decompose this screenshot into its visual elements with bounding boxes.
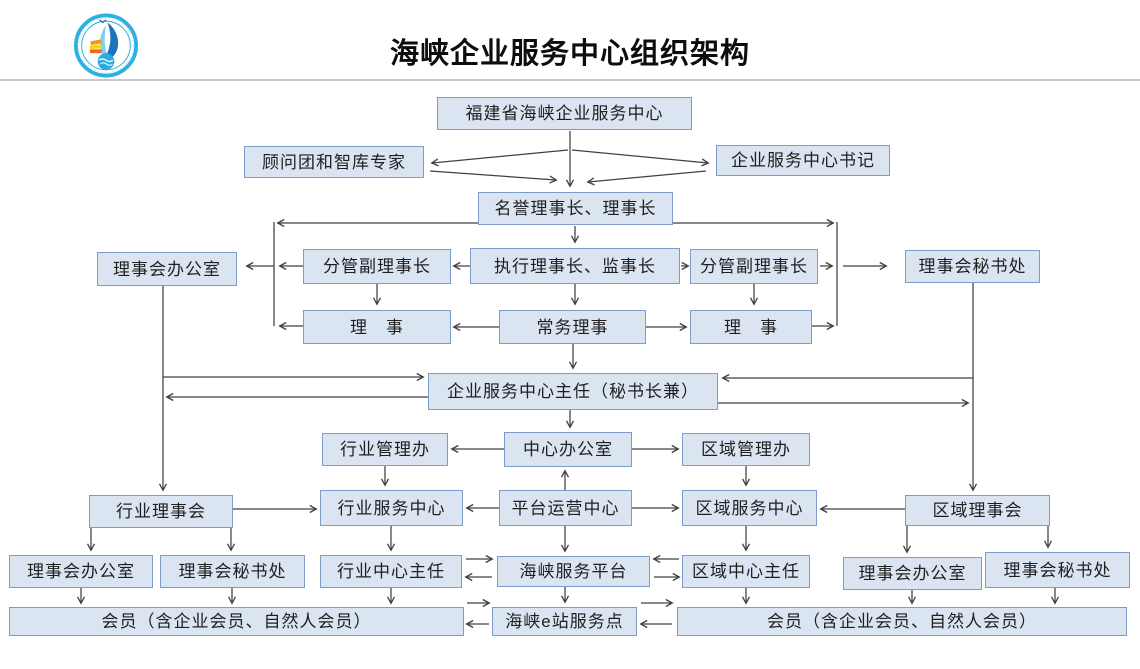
org-box-industry-council-secretariat: 理事会秘书处 xyxy=(160,555,305,588)
org-box-council-secretariat: 理事会秘书处 xyxy=(905,250,1040,283)
org-box-region-council: 区域理事会 xyxy=(905,495,1050,526)
org-box-region-center-director: 区域中心主任 xyxy=(682,555,810,588)
org-box-platform-operation-center: 平台运营中心 xyxy=(499,490,632,526)
org-box-industry-admin-office: 行业管理办 xyxy=(322,433,448,466)
org-box-region-admin-office: 区域管理办 xyxy=(682,433,810,466)
org-box-council-office: 理事会办公室 xyxy=(97,252,237,286)
org-box-director-left: 理 事 xyxy=(303,310,451,344)
org-logo-icon xyxy=(74,13,138,78)
org-box-standing-director: 常务理事 xyxy=(499,310,646,344)
org-box-industry-service-center: 行业服务中心 xyxy=(320,490,463,526)
org-box-honorary-chairman: 名誉理事长、理事长 xyxy=(478,192,673,225)
org-box-region-service-center: 区域服务中心 xyxy=(682,490,817,526)
org-box-members-right: 会员（含企业会员、自然人会员） xyxy=(677,607,1127,636)
org-box-industry-center-director: 行业中心主任 xyxy=(320,555,462,588)
org-box-estation-service-point: 海峡e站服务点 xyxy=(492,607,637,636)
org-box-hq: 福建省海峡企业服务中心 xyxy=(437,97,692,130)
org-box-center-director: 企业服务中心主任（秘书长兼） xyxy=(428,373,718,410)
org-box-director-right: 理 事 xyxy=(690,310,812,344)
org-box-center-office: 中心办公室 xyxy=(504,432,632,467)
org-box-industry-council: 行业理事会 xyxy=(89,495,233,528)
header-divider xyxy=(0,79,1140,81)
org-box-secretary: 企业服务中心书记 xyxy=(716,145,890,176)
org-box-strait-service-platform: 海峡服务平台 xyxy=(497,556,650,587)
org-box-executive-chairman: 执行理事长、监事长 xyxy=(470,248,680,284)
org-box-vice-chairman-left: 分管副理事长 xyxy=(303,249,451,284)
org-box-vice-chairman-right: 分管副理事长 xyxy=(690,249,818,284)
org-box-advisors: 顾问团和智库专家 xyxy=(244,146,424,178)
org-box-industry-council-office: 理事会办公室 xyxy=(9,555,153,588)
page-title: 海峡企业服务中心组织架构 xyxy=(389,38,750,70)
org-box-region-council-secretariat: 理事会秘书处 xyxy=(985,552,1130,588)
org-box-members-left: 会员（含企业会员、自然人会员） xyxy=(9,607,464,636)
org-box-region-council-office: 理事会办公室 xyxy=(843,557,982,590)
